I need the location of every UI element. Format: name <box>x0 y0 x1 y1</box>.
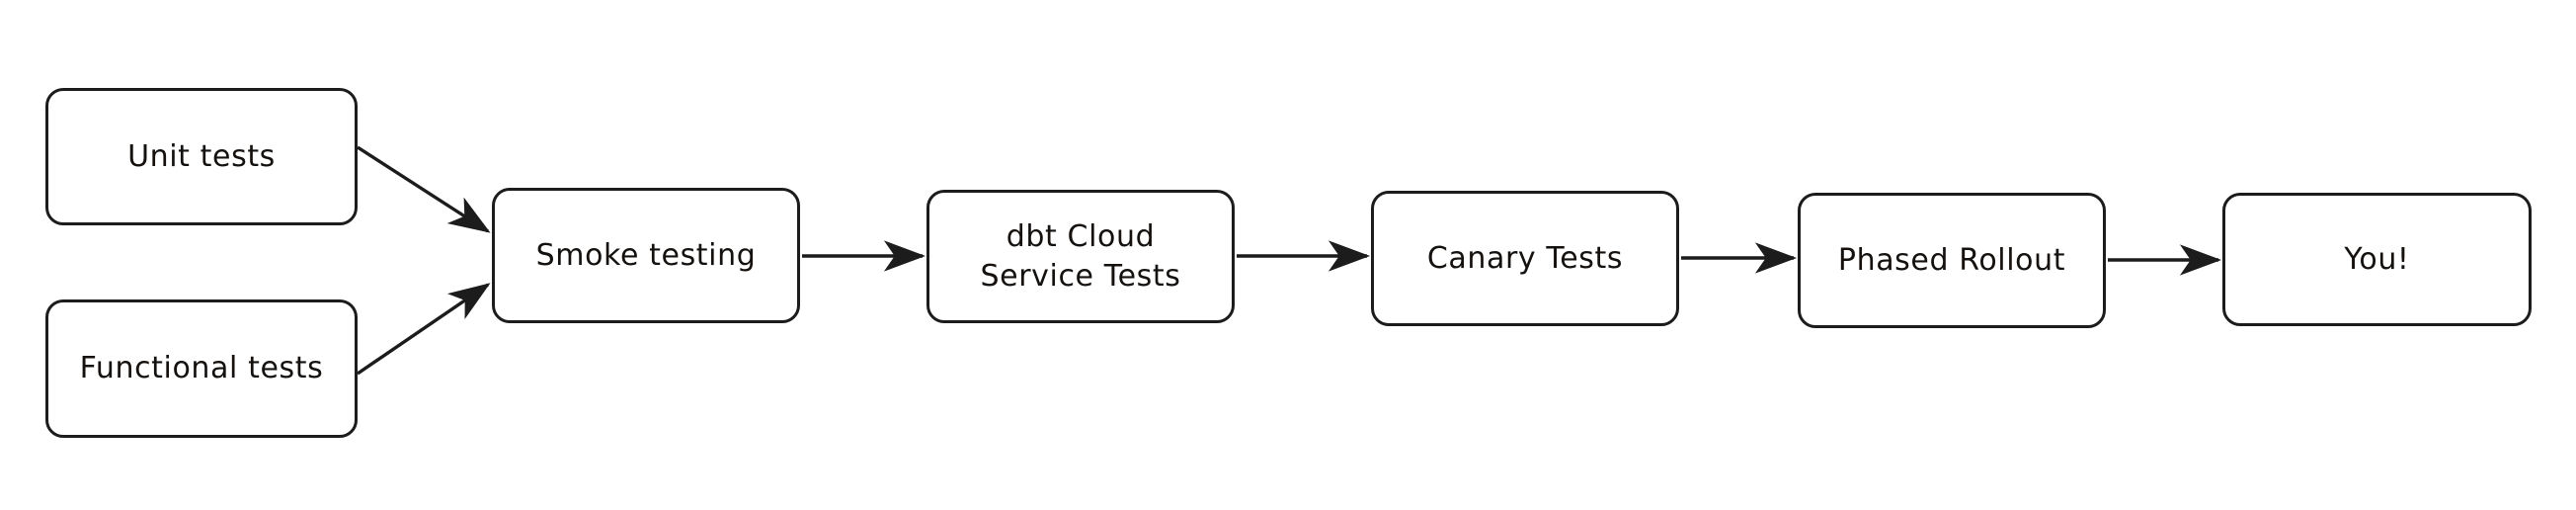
node-label-functional-tests: Functional tests <box>79 351 324 386</box>
node-smoke-testing[interactable]: Smoke testing <box>492 188 800 323</box>
node-label-canary-tests: Canary Tests <box>1426 240 1624 276</box>
node-phased-rollout[interactable]: Phased Rollout <box>1798 193 2106 328</box>
edge-functional-to-smoke <box>357 283 491 376</box>
node-label-dbt-cloud-service-tests: dbt Cloud Service Tests <box>980 218 1181 294</box>
node-label-unit-tests: Unit tests <box>127 138 276 174</box>
node-dbt-cloud-service-tests[interactable]: dbt Cloud Service Tests <box>926 190 1235 323</box>
node-canary-tests[interactable]: Canary Tests <box>1371 191 1679 326</box>
edge-unit-to-smoke <box>357 145 491 233</box>
node-you[interactable]: You! <box>2222 193 2532 326</box>
node-unit-tests[interactable]: Unit tests <box>45 88 358 225</box>
node-label-smoke-testing: Smoke testing <box>535 237 757 273</box>
node-label-you: You! <box>2344 241 2410 277</box>
node-label-phased-rollout: Phased Rollout <box>1837 242 2066 278</box>
node-functional-tests[interactable]: Functional tests <box>45 299 358 438</box>
